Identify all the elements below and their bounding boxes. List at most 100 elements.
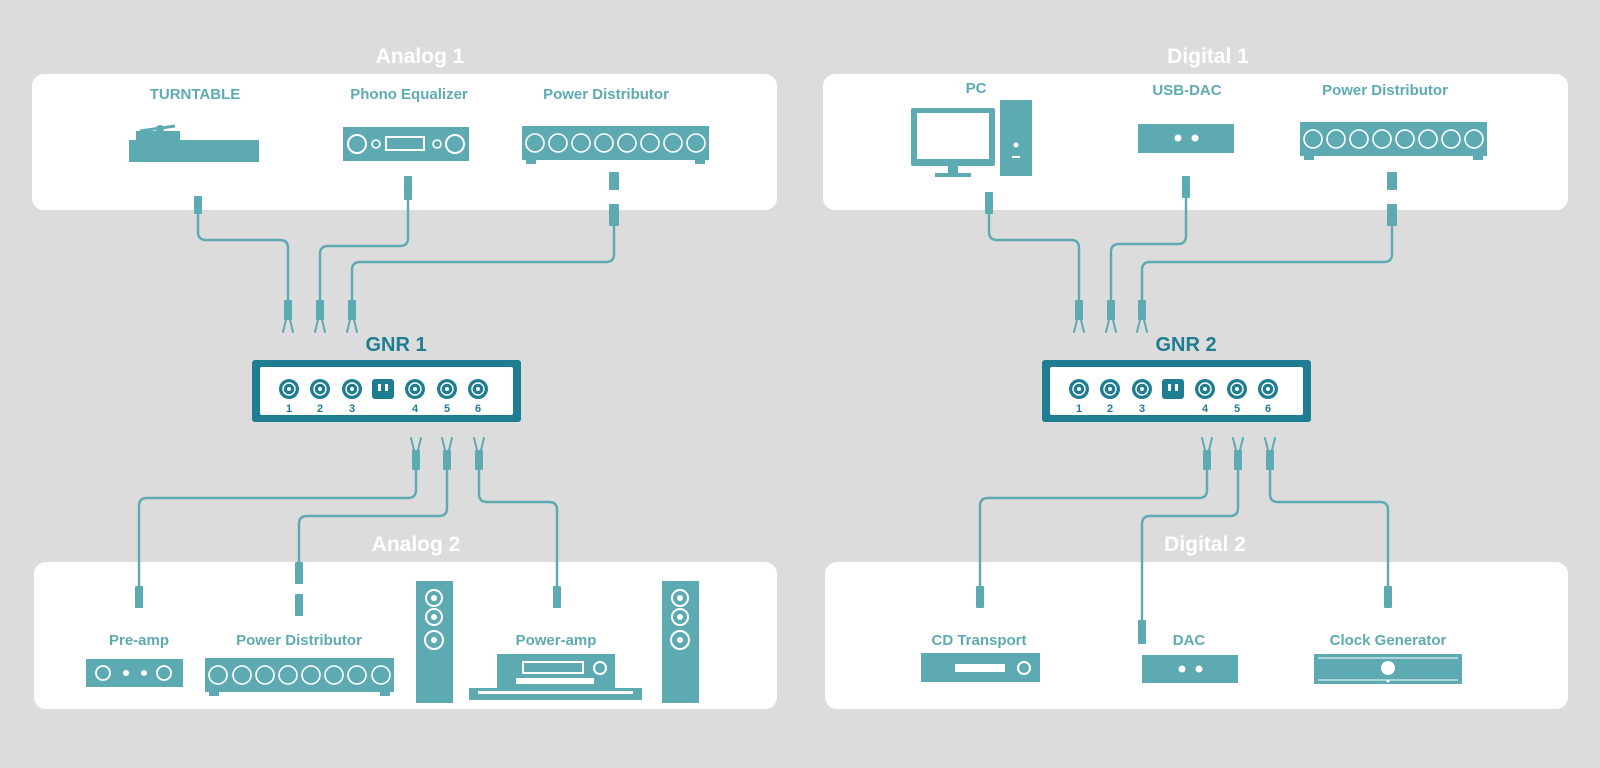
- terminal-post-icon: [405, 379, 425, 399]
- label-dac: DAC: [1173, 632, 1206, 649]
- cable-fork-icon: [1136, 300, 1148, 333]
- terminal-post-icon: [1069, 379, 1089, 399]
- label-power-amp: Power-amp: [516, 632, 597, 649]
- cable-fork-icon: [441, 437, 453, 470]
- cable-powerdist-d1-gnr2: [1140, 224, 1394, 318]
- terminal-post-icon: [1195, 379, 1215, 399]
- hub-port-label: 3: [349, 403, 355, 415]
- hub-port-label: 3: [1139, 403, 1145, 415]
- ac-inlet-icon: [372, 379, 394, 399]
- terminal-post-icon: [437, 379, 457, 399]
- terminal-post-icon: [1132, 379, 1152, 399]
- cable-fork-icon: [1073, 300, 1085, 333]
- plug-icon: [609, 204, 619, 226]
- cable-gnr1-preamp: [137, 468, 418, 588]
- label-turntable: TURNTABLE: [150, 86, 241, 103]
- hub-port-label: 2: [1107, 403, 1113, 415]
- turntable-icon: [129, 124, 259, 162]
- power-strip-icon: [205, 658, 394, 696]
- cable-gnr1-poweramp: [477, 468, 559, 588]
- label-usb-dac: USB-DAC: [1152, 82, 1221, 99]
- cable-fork-icon: [410, 437, 422, 470]
- tower-speaker-icon: [416, 581, 453, 703]
- cd-transport-icon: [921, 653, 1040, 682]
- hub-port-label: 5: [1234, 403, 1240, 415]
- hub-port-label: 5: [444, 403, 450, 415]
- plug-icon: [985, 192, 993, 214]
- panel-title-analog-2: Analog 2: [372, 533, 461, 556]
- cable-gnr2-cdtransport: [978, 468, 1209, 588]
- tower-speaker-icon: [662, 581, 699, 703]
- hub-port-label: 6: [1265, 403, 1271, 415]
- panel-title-digital-1: Digital 1: [1167, 45, 1249, 68]
- cable-fork-icon: [473, 437, 485, 470]
- cable-fork-icon: [1232, 437, 1244, 470]
- cable-fork-icon: [1201, 437, 1213, 470]
- ac-inlet-icon: [1162, 379, 1184, 399]
- usb-dac-icon: [1138, 124, 1234, 153]
- dac-icon: [1142, 655, 1238, 683]
- cable-turntable-gnr1: [196, 208, 290, 318]
- plug-icon: [1384, 586, 1392, 608]
- cable-phono-gnr1: [318, 196, 410, 318]
- label-pc: PC: [966, 80, 987, 97]
- power-strip-icon: [522, 126, 709, 164]
- cable-fork-icon: [1264, 437, 1276, 470]
- cable-usbdac-gnr2: [1109, 194, 1188, 318]
- cables: [137, 194, 1394, 622]
- cable-powerdist-a1-gnr1: [350, 224, 616, 318]
- label-pre-amp: Pre-amp: [109, 632, 169, 649]
- terminal-post-icon: [342, 379, 362, 399]
- label-power-distributor-d1: Power Distributor: [1322, 82, 1448, 99]
- cable-fork-icon: [346, 300, 358, 333]
- plug-icon: [609, 172, 619, 190]
- pre-amp-icon: [86, 659, 183, 687]
- cable-gnr2-clockgen: [1268, 468, 1390, 588]
- terminal-post-icon: [1100, 379, 1120, 399]
- plug-icon: [194, 196, 202, 214]
- plug-icon: [976, 586, 984, 608]
- plug-icon: [295, 562, 303, 584]
- panel-title-analog-1: Analog 1: [376, 45, 465, 68]
- hub-title-gnr2: GNR 2: [1155, 334, 1216, 356]
- terminal-post-icon: [468, 379, 488, 399]
- terminal-post-icon: [279, 379, 299, 399]
- hub-gnr2: 1 2 3 4 5 6: [1042, 360, 1311, 422]
- hub-port-label: 4: [412, 403, 419, 415]
- phono-equalizer-icon: [343, 127, 469, 161]
- plug-icon: [1182, 176, 1190, 198]
- plug-icon: [553, 586, 561, 608]
- hub-port-label: 2: [317, 403, 323, 415]
- label-cd-transport: CD Transport: [931, 632, 1026, 649]
- plug-icon: [1387, 204, 1397, 226]
- cable-gnr2-dac: [1140, 468, 1240, 622]
- terminal-post-icon: [1258, 379, 1278, 399]
- cable-forks: [282, 300, 1276, 470]
- power-amp-icon: [469, 654, 642, 700]
- label-clock-generator: Clock Generator: [1330, 632, 1447, 649]
- terminal-post-icon: [310, 379, 330, 399]
- hub-title-gnr1: GNR 1: [365, 334, 426, 356]
- plug-icon: [295, 594, 303, 616]
- label-power-distributor-a2: Power Distributor: [236, 632, 362, 649]
- hub-port-label: 4: [1202, 403, 1209, 415]
- cable-plugs: [135, 172, 1397, 644]
- label-power-distributor-a1: Power Distributor: [543, 86, 669, 103]
- cable-gnr1-powerdist-a2: [297, 468, 449, 562]
- desktop-computer-icon: [911, 100, 1032, 177]
- cable-fork-icon: [282, 300, 294, 333]
- plug-icon: [404, 176, 412, 200]
- plug-icon: [1138, 620, 1146, 644]
- cable-pc-gnr2: [987, 212, 1081, 318]
- plug-icon: [135, 586, 143, 608]
- power-strip-icon: [1300, 122, 1487, 160]
- terminal-post-icon: [1227, 379, 1247, 399]
- hub-port-label: 6: [475, 403, 481, 415]
- hub-port-label: 1: [286, 403, 292, 415]
- plug-icon: [1387, 172, 1397, 190]
- clock-generator-icon: [1314, 654, 1462, 684]
- label-phono-equalizer: Phono Equalizer: [350, 86, 468, 103]
- hub-gnr1: 1 2 3 4 5 6: [252, 360, 521, 422]
- cable-fork-icon: [1105, 300, 1117, 333]
